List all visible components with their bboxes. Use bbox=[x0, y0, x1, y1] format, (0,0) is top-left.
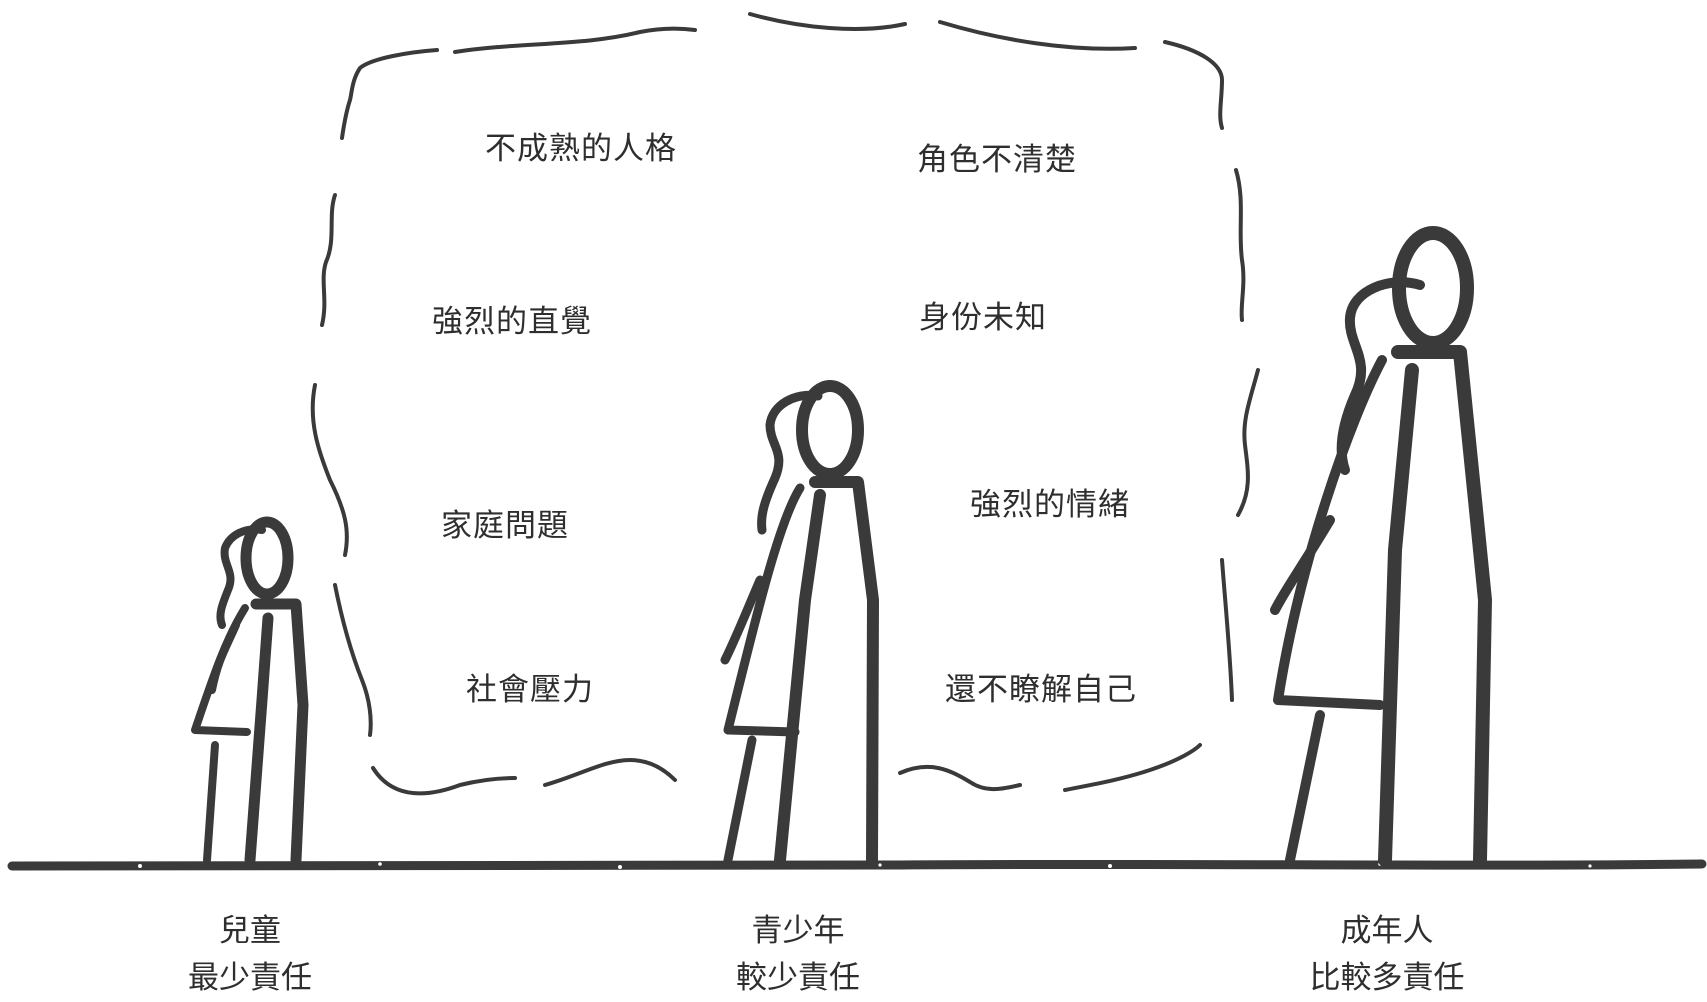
teen-head bbox=[796, 380, 864, 480]
adult-arm bbox=[1270, 515, 1335, 615]
stage-name-adult: 成年人 bbox=[1340, 913, 1434, 949]
teen-body bbox=[774, 476, 879, 866]
factor-immature-personality: 不成熟的人格 bbox=[485, 131, 677, 167]
adult-dress bbox=[1273, 355, 1387, 865]
cloud-bottom-edge-segment bbox=[898, 764, 1022, 792]
stage-responsibility-child: 最少責任 bbox=[188, 960, 312, 996]
teen-dress bbox=[723, 483, 805, 865]
child-figure bbox=[191, 516, 309, 866]
factor-self-unknown: 還不瞭解自己 bbox=[945, 672, 1137, 708]
cloud-top-right-corner bbox=[1163, 40, 1224, 130]
cloud-left-edge-segment bbox=[333, 583, 373, 737]
adult-head bbox=[1392, 226, 1474, 350]
cloud-top-left-corner bbox=[340, 48, 439, 140]
stage-responsibility-adult: 比較多責任 bbox=[1309, 960, 1465, 996]
adult-hair bbox=[1336, 277, 1425, 475]
caption-adult: 成年人 比較多責任 bbox=[1257, 908, 1517, 1002]
factor-unknown-identity: 身份未知 bbox=[919, 300, 1047, 336]
adult-figure bbox=[1270, 226, 1492, 867]
stage-name-teen: 青少年 bbox=[751, 913, 845, 949]
cloud-top-edge-segment bbox=[748, 12, 907, 31]
adult-body bbox=[1378, 345, 1492, 867]
pressure-cloud bbox=[310, 12, 1260, 796]
teen-hair bbox=[757, 390, 823, 535]
cloud-right-edge-segment bbox=[1236, 368, 1260, 517]
factor-family-problems: 家庭問題 bbox=[441, 508, 569, 544]
teen-arm bbox=[720, 575, 765, 665]
factor-unclear-role: 角色不清楚 bbox=[917, 142, 1077, 178]
cloud-bottom-edge-segment bbox=[371, 766, 517, 796]
cloud-bottom-edge-segment bbox=[543, 758, 677, 787]
ground-speckles bbox=[138, 862, 1592, 869]
caption-child: 兒童 最少責任 bbox=[120, 908, 380, 1002]
cloud-right-edge-segment bbox=[1234, 168, 1246, 322]
teen-figure bbox=[720, 380, 879, 866]
cloud-left-edge-segment bbox=[310, 383, 349, 557]
child-body bbox=[244, 598, 309, 866]
child-arm bbox=[208, 621, 240, 694]
ground-line bbox=[7, 859, 1707, 871]
cloud-top-edge-segment bbox=[938, 20, 1137, 51]
factor-social-pressure: 社會壓力 bbox=[466, 672, 594, 708]
cloud-left-edge-segment bbox=[320, 193, 337, 327]
child-hair bbox=[216, 525, 266, 629]
caption-teen: 青少年 較少責任 bbox=[668, 908, 928, 1002]
factor-strong-instinct: 強烈的直覺 bbox=[432, 304, 592, 340]
stage-responsibility-teen: 較少責任 bbox=[736, 960, 860, 996]
factor-strong-emotions: 強烈的情緒 bbox=[970, 487, 1130, 523]
child-head bbox=[240, 516, 294, 600]
cloud-top-edge-segment bbox=[453, 26, 697, 54]
stage-name-child: 兒童 bbox=[219, 913, 281, 949]
child-dress bbox=[191, 604, 251, 864]
cloud-bottom-edge-segment bbox=[1063, 743, 1202, 792]
cloud-right-edge-segment bbox=[1220, 558, 1234, 702]
